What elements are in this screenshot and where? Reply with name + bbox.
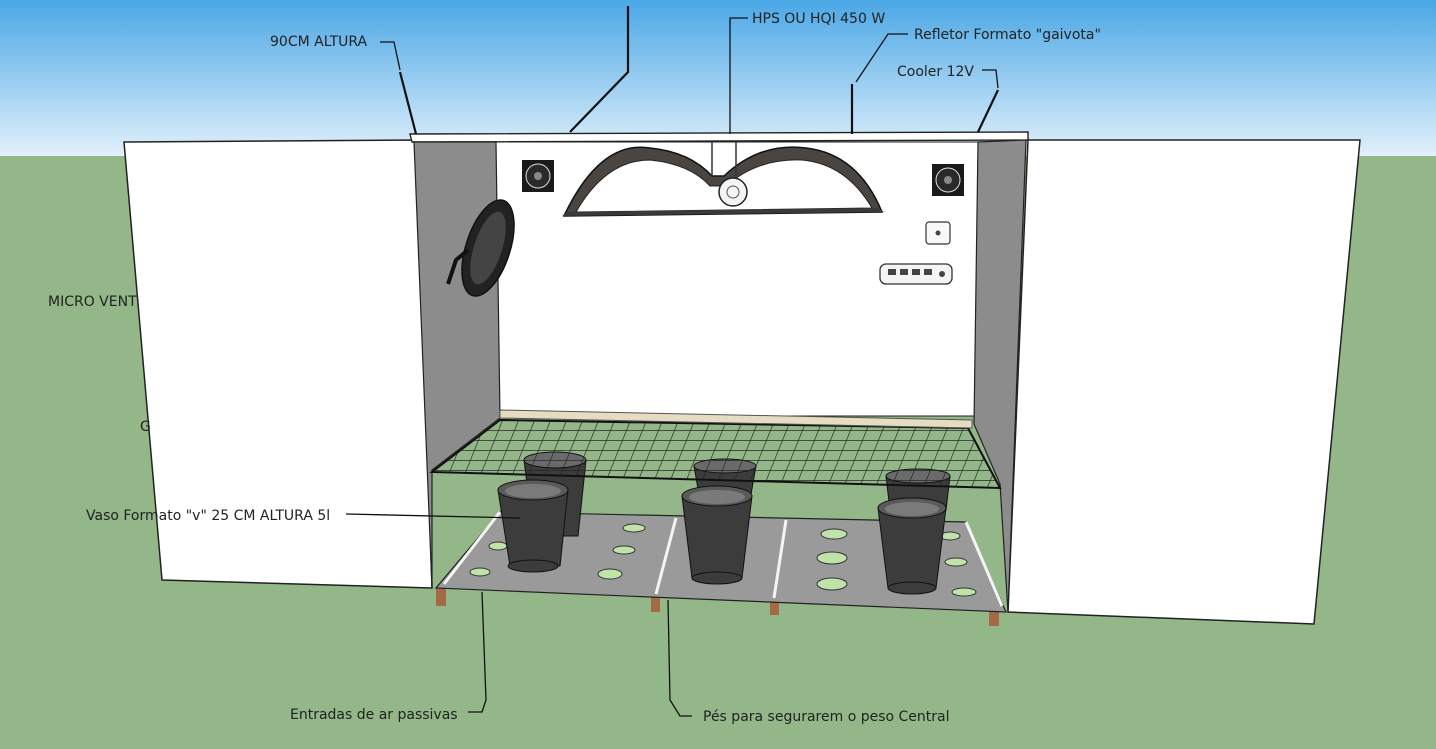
leader-lines — [345, 6, 999, 717]
air-hole — [944, 557, 968, 567]
air-hole — [820, 528, 848, 540]
pots-front — [497, 479, 947, 595]
shelf-rail — [499, 409, 973, 429]
air-hole — [951, 587, 977, 597]
air-hole — [597, 568, 623, 580]
leader-top — [569, 6, 630, 133]
seagull-reflector — [562, 142, 884, 217]
air-inlet-holes — [469, 523, 977, 597]
right-door — [1007, 139, 1361, 625]
cooler-fan-icon — [522, 160, 554, 192]
timer-icon — [925, 221, 951, 245]
wire-shelf — [429, 418, 1002, 490]
label-air-inlets: Entradas de ar passivas — [290, 707, 458, 723]
leader-cooler-long — [977, 89, 999, 133]
sky — [0, 0, 1436, 158]
label-g-partial: G — [140, 419, 151, 435]
leader-lamp — [729, 17, 748, 134]
support-feet — [436, 588, 999, 626]
pot — [497, 489, 569, 567]
air-hole — [469, 567, 491, 577]
air-hole — [612, 545, 636, 555]
leader-air — [468, 591, 487, 713]
label-cooler: Cooler 12V — [897, 64, 974, 80]
leader-cooler — [982, 69, 999, 89]
cooler-fan-icon — [932, 164, 964, 196]
leader-pot — [345, 513, 521, 519]
leader-height — [380, 41, 401, 71]
right-side-wall — [973, 139, 1027, 613]
label-lamp: HPS OU HQI 450 W — [752, 11, 885, 27]
leader-feet — [667, 599, 692, 717]
pot — [877, 507, 947, 589]
foot — [436, 588, 446, 606]
leader-height-long — [398, 71, 418, 135]
air-hole — [816, 577, 848, 591]
lamp-bulb-icon — [718, 177, 748, 207]
air-hole — [622, 523, 646, 533]
label-micro-fan: MICRO VENT — [48, 294, 137, 310]
label-pot: Vaso Formato "v" 25 CM ALTURA 5l — [86, 508, 330, 524]
power-strip-icon — [879, 263, 953, 285]
air-hole — [816, 551, 848, 565]
leader-reflector — [855, 33, 908, 83]
pot — [681, 495, 753, 579]
foot — [651, 594, 660, 612]
label-reflector: Refletor Formato "gaivota" — [914, 27, 1101, 43]
foot — [770, 598, 779, 615]
cabinet-top — [409, 131, 1029, 143]
micro-fan-icon — [446, 199, 515, 297]
label-feet: Pés para segurarem o peso Central — [703, 709, 950, 725]
air-hole — [488, 541, 508, 551]
floor-dividers — [442, 511, 1004, 607]
label-height: 90CM ALTURA — [270, 34, 368, 50]
foot — [989, 606, 999, 626]
